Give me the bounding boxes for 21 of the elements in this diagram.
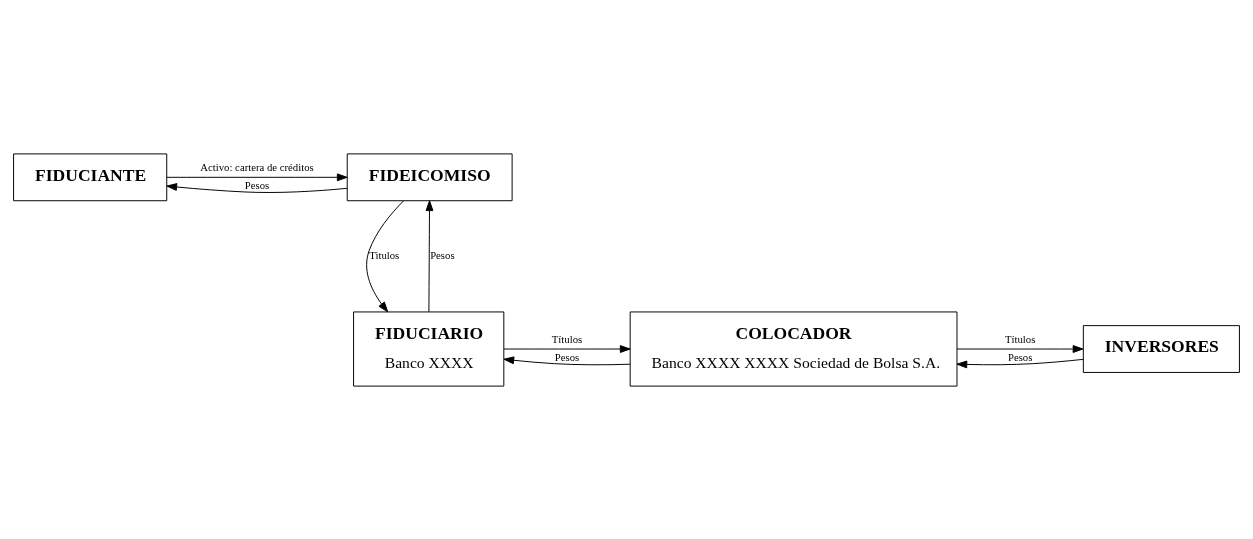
node-box: COLOCADOR Banco XXXX XXXX Sociedad de Bolsa S.A. — [629, 310, 958, 387]
arrow — [956, 358, 1084, 368]
edge-label: Titulos — [369, 248, 400, 261]
arrow — [503, 355, 631, 365]
arrow — [366, 199, 404, 312]
node-box: FIDUCIANTE — [13, 152, 168, 201]
edge-label: Pesos — [554, 350, 580, 363]
arrow — [425, 199, 434, 312]
edge-label: Títulos — [1004, 332, 1036, 345]
arrow — [166, 172, 348, 181]
edge-label: Activo: cartera de créditos — [200, 160, 314, 173]
node-box: FIDUCIARIO Banco XXXX — [353, 310, 505, 387]
arrow — [956, 344, 1084, 353]
node-box: FIDEICOMISO — [346, 152, 513, 201]
edge-label: Pesos — [1007, 350, 1033, 363]
arrow — [503, 344, 631, 353]
arrow — [166, 182, 348, 193]
edge-label: Títulos — [551, 332, 583, 345]
node-box: INVERSORES — [1082, 324, 1240, 373]
edge-label: Pesos — [430, 248, 455, 261]
edge-label: Pesos — [244, 178, 270, 191]
